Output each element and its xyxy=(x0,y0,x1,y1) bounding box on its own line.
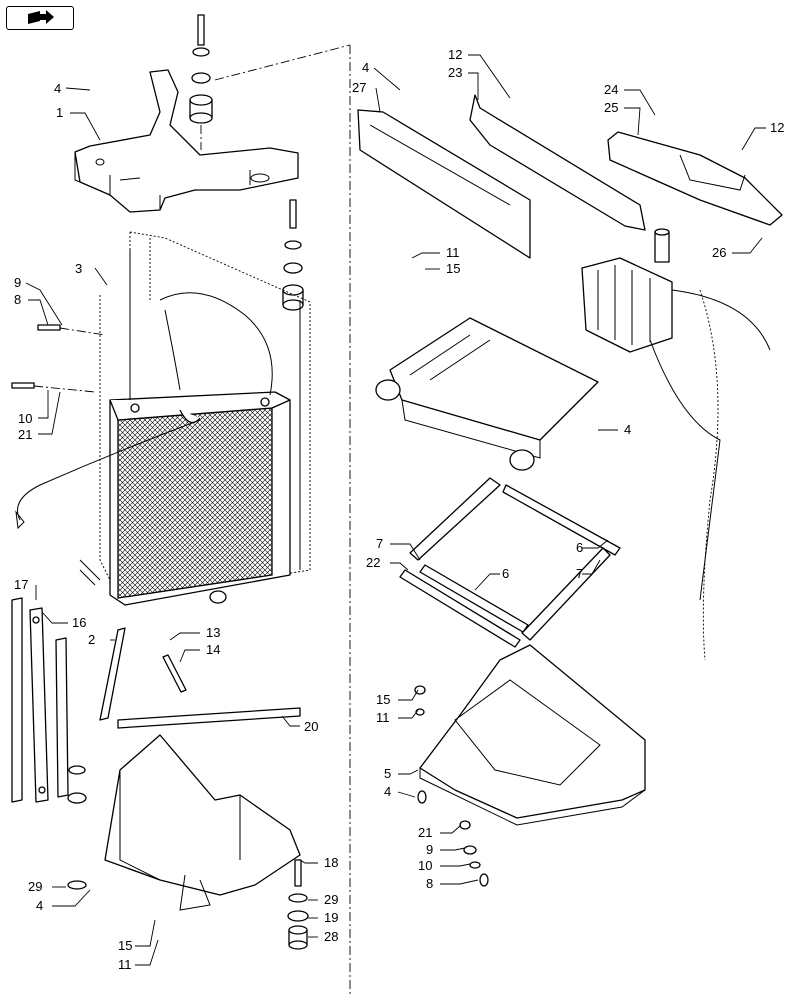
callout-26: 26 xyxy=(712,245,726,260)
callout-23: 23 xyxy=(448,65,462,80)
callout-21: 21 xyxy=(418,825,432,840)
callout-6: 6 xyxy=(502,566,509,581)
callout-11: 11 xyxy=(446,245,460,260)
callout-11: 11 xyxy=(118,957,132,972)
callout-12: 12 xyxy=(770,120,784,135)
coolant-hose xyxy=(17,419,201,521)
callout-19: 19 xyxy=(324,910,338,925)
surge-tank xyxy=(581,228,771,661)
callout-18: 18 xyxy=(324,855,338,870)
upper-bracket xyxy=(74,69,299,213)
surge-tank-bracket xyxy=(607,131,783,226)
book-arrow-icon xyxy=(28,10,54,24)
upper-seal xyxy=(469,94,646,231)
callout-8: 8 xyxy=(426,876,433,891)
callout-10: 10 xyxy=(18,411,32,426)
leader-lines xyxy=(25,54,766,966)
callout-28: 28 xyxy=(324,929,338,944)
lower-left-frame xyxy=(104,734,301,911)
pin xyxy=(162,654,187,693)
callout-25: 25 xyxy=(604,100,618,115)
callout-11: 11 xyxy=(376,710,390,725)
callout-4: 4 xyxy=(36,898,43,913)
side-strip xyxy=(99,627,126,721)
callout-12: 12 xyxy=(448,47,462,62)
callouts: 4 1 3 9 8 10 21 17 16 2 13 14 20 18 29 1… xyxy=(14,47,784,972)
callout-20: 20 xyxy=(304,719,318,734)
callout-3: 3 xyxy=(75,261,82,276)
callout-1: 1 xyxy=(56,105,63,120)
callout-24: 24 xyxy=(604,82,618,97)
nav-button[interactable] xyxy=(6,6,74,30)
callout-6: 6 xyxy=(576,540,583,555)
cooler-seals xyxy=(399,477,621,648)
upper-shield xyxy=(357,109,531,259)
callout-4: 4 xyxy=(362,60,369,75)
callout-29: 29 xyxy=(28,879,42,894)
callout-14: 14 xyxy=(206,642,220,657)
callout-10: 10 xyxy=(418,858,432,873)
left-bolts xyxy=(11,324,106,393)
callout-16: 16 xyxy=(72,615,86,630)
callout-2: 2 xyxy=(88,632,95,647)
callout-4: 4 xyxy=(384,784,391,799)
callout-5: 5 xyxy=(384,766,391,781)
callout-15: 15 xyxy=(446,261,460,276)
callout-21: 21 xyxy=(18,427,32,442)
callout-9: 9 xyxy=(426,842,433,857)
callout-4: 4 xyxy=(54,81,61,96)
callout-4: 4 xyxy=(624,422,631,437)
callout-8: 8 xyxy=(14,292,21,307)
lower-isolator-stack xyxy=(67,765,309,950)
callout-22: 22 xyxy=(366,555,380,570)
callout-7: 7 xyxy=(376,536,383,551)
charge-air-cooler xyxy=(375,317,599,471)
mid-isolator-stack xyxy=(282,199,304,311)
callout-13: 13 xyxy=(206,625,220,640)
callout-15: 15 xyxy=(376,692,390,707)
callout-9: 9 xyxy=(14,275,21,290)
callout-7: 7 xyxy=(576,566,583,581)
callout-27: 27 xyxy=(352,80,366,95)
side-seals xyxy=(11,597,69,803)
radiator-assembly xyxy=(79,231,311,606)
callout-29: 29 xyxy=(324,892,338,907)
lower-frame xyxy=(419,644,646,826)
lower-bar xyxy=(117,707,301,729)
callout-17: 17 xyxy=(14,577,28,592)
callout-15: 15 xyxy=(118,938,132,953)
top-isolator-stack xyxy=(189,14,213,150)
